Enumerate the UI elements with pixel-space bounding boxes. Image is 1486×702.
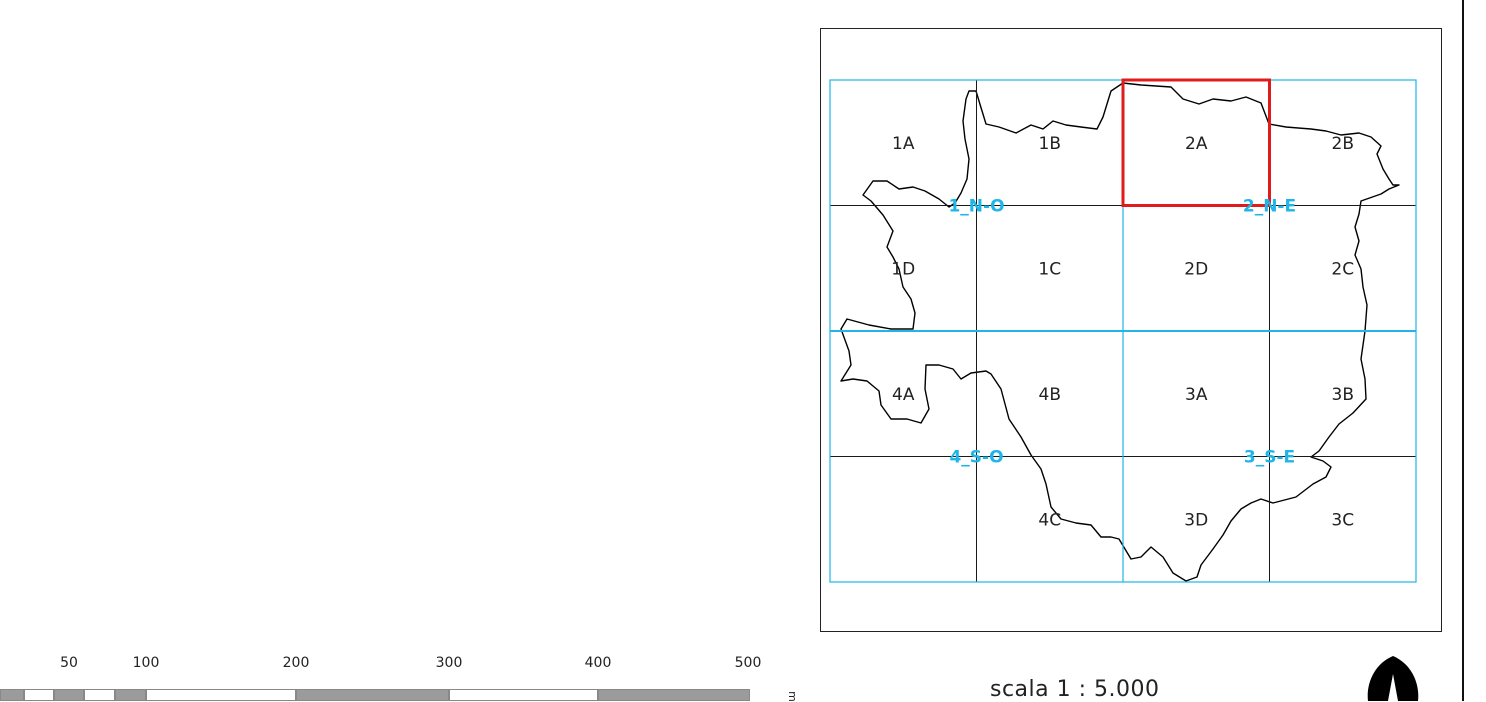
tile-label-1B: 1B [1039,134,1061,154]
municipal-boundary [840,82,1400,582]
scale-segment [146,689,296,701]
tile-label-1A: 1A [892,134,915,154]
scale-segment [84,689,115,701]
scale-tick-500: 500 [734,655,762,671]
scale-segment [115,689,146,701]
tile-label-3C: 3C [1331,510,1354,530]
map-frame: 1A 1B 2A 2B 1D 1C 2D 2C 4A 4B 3A 3B 4C 3D 3C 1_N-O 2_N-… [820,28,1442,632]
tile-label-4A: 4A [892,385,915,405]
scale-segment [54,689,84,701]
scale-tick-300: 300 [435,655,463,671]
tile-label-4B: 4B [1039,385,1061,405]
tile-label-2A: 2A [1185,134,1208,154]
scale-segment [0,689,24,701]
quadrant-label-4_S-O: 4_S-O [949,448,1003,468]
scale-segment [449,689,598,701]
tile-label-2D: 2D [1184,259,1208,279]
tile-label-1C: 1C [1038,259,1061,279]
quadrant-label-3_S-E: 3_S-E [1244,448,1295,468]
north-arrow-icon [1367,656,1419,701]
graphic-scale-bar: 50 100 200 300 400 500 m [0,650,800,702]
tile-label-3B: 3B [1332,385,1354,405]
scale-tick-100: 100 [132,655,160,671]
scale-tick-400: 400 [584,655,612,671]
tile-label-1D: 1D [891,259,915,279]
scale-segment [296,689,449,701]
tile-label-3A: 3A [1185,385,1208,405]
quadrant-label-2_N-E: 2_N-E [1243,197,1296,217]
tile-label-2C: 2C [1331,259,1354,279]
scale-segment [598,689,750,701]
scale-segment [24,689,54,701]
tile-label-4C: 4C [1038,510,1061,530]
scale-ratio-text: scala 1 : 5.000 [990,677,1160,702]
tile-label-2B: 2B [1332,134,1354,154]
tile-index-map: 1A 1B 2A 2B 1D 1C 2D 2C 4A 4B 3A 3B 4C 3D 3C 1_N-O 2_N-… [829,78,1417,583]
scale-tick-200: 200 [282,655,310,671]
quadrant-label-1_N-O: 1_N-O [948,197,1004,217]
highlighted-tile-frame [1121,78,1271,207]
scale-unit-label: m [785,691,799,702]
scale-tick-50: 50 [60,655,78,671]
page-border-line [1462,0,1464,701]
tile-label-3D: 3D [1184,510,1208,530]
